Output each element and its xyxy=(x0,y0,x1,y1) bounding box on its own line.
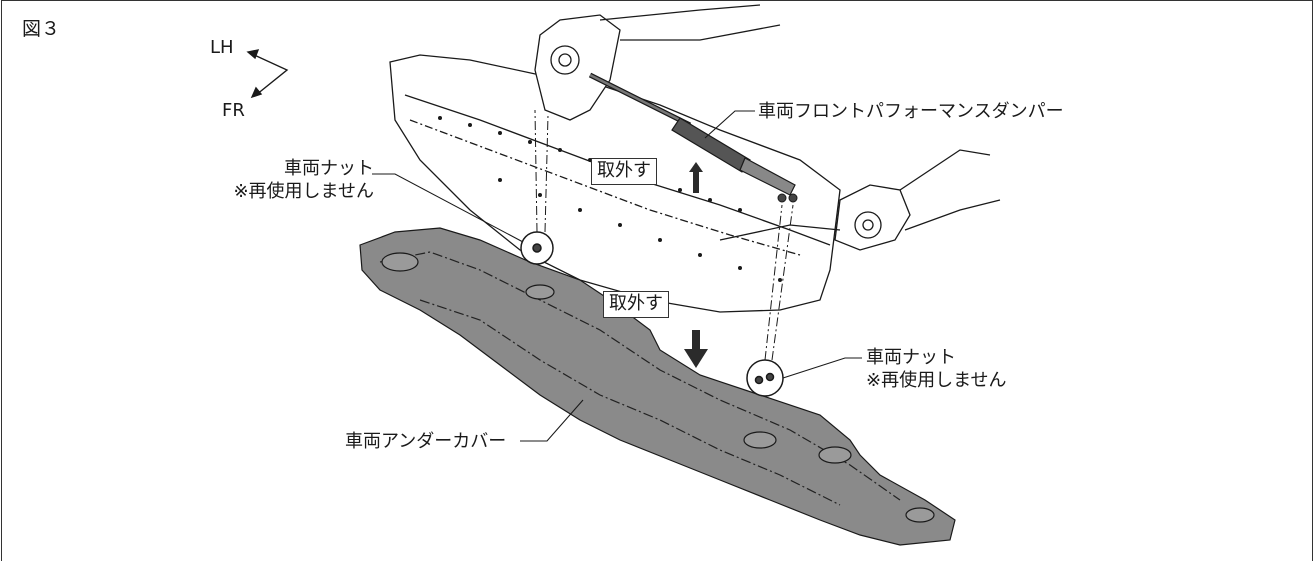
leader-lines xyxy=(372,110,862,442)
performance-damper-drawing xyxy=(588,72,798,203)
nut-detail-left xyxy=(520,231,554,265)
orientation-indicator xyxy=(246,49,289,99)
damper-callout: 車両フロントパフォーマンスダンパー xyxy=(758,101,1064,122)
remove-up-arrow xyxy=(689,162,703,193)
under-cover-drawing xyxy=(359,227,956,546)
nut-right-callout: 車両ナット ※再使用しません xyxy=(866,346,1007,392)
remove-down-callout: 取外す xyxy=(603,291,669,318)
fr-label: FR xyxy=(222,100,245,121)
remove-down-arrow xyxy=(684,330,708,368)
remove-up-callout: 取外す xyxy=(591,158,657,185)
lh-label: LH xyxy=(210,37,234,58)
alignment-lines xyxy=(534,109,794,361)
under-cover-callout: 車両アンダーカバー xyxy=(345,431,507,452)
nut-right-line2: ※再使用しません xyxy=(866,370,1007,391)
nut-left-callout: 車両ナット ※再使用しません xyxy=(176,157,374,203)
nut-left-line1: 車両ナット xyxy=(284,158,374,179)
nut-detail-right xyxy=(746,359,784,397)
figure-label: 図３ xyxy=(22,18,61,40)
nut-right-line1: 車両ナット xyxy=(866,347,956,368)
nut-left-line2: ※再使用しません xyxy=(233,181,374,202)
